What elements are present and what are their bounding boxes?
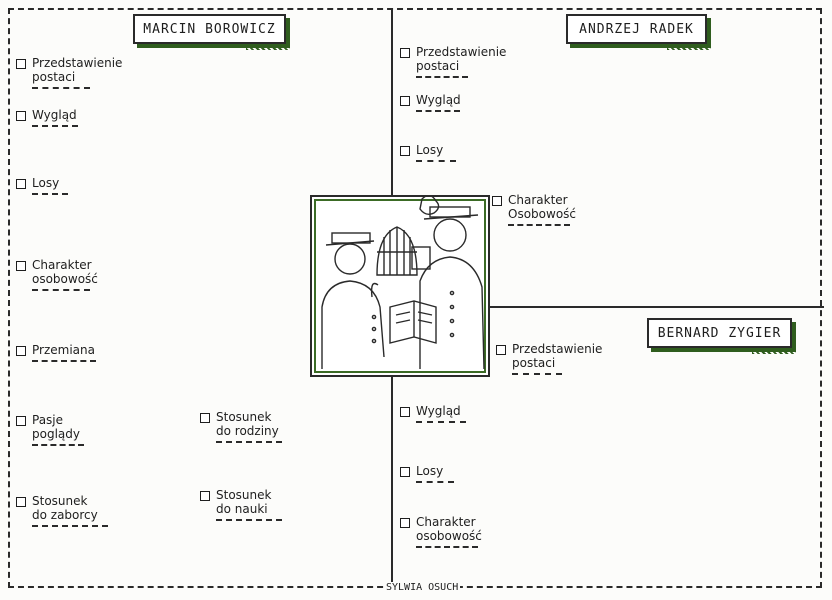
name-box-marcin-borowicz: MARCIN BOROWICZ [133, 14, 290, 50]
dashed-underline [32, 193, 68, 195]
checkbox-icon[interactable] [200, 491, 210, 501]
item-przemiana-marcin[interactable]: Przemiana [16, 343, 96, 362]
dashed-underline [416, 76, 468, 78]
checkbox-icon[interactable] [16, 59, 26, 69]
dashed-underline [416, 421, 466, 423]
bird-icon [419, 197, 440, 216]
item-label: Stosunek [32, 494, 88, 508]
item-stosunek-do-zaborcy-marcin[interactable]: Stosunek do zaborcy [16, 494, 108, 527]
item-label: Charakter [32, 258, 92, 272]
item-charakter-marcin[interactable]: Charakter osobowość [16, 258, 98, 291]
checkbox-icon[interactable] [492, 196, 502, 206]
item-przedstawienie-postaci-marcin[interactable]: Przedstawienie postaci [16, 56, 122, 89]
right-head [433, 218, 467, 252]
item-label: Przemiana [32, 343, 95, 357]
item-label: Pasje [32, 413, 64, 427]
item-wyglad-marcin[interactable]: Wygląd [16, 108, 78, 127]
item-label: Wygląd [416, 93, 461, 107]
item-label: Wygląd [32, 108, 77, 122]
left-body [321, 280, 385, 369]
item-label: postaci [416, 59, 460, 73]
illustration-drawing [321, 197, 485, 370]
central-illustration [310, 195, 490, 377]
item-pasje-marcin[interactable]: Pasje poglądy [16, 413, 84, 446]
checkbox-icon[interactable] [400, 48, 410, 58]
horizontal-divider [490, 306, 824, 308]
dashed-underline [416, 546, 478, 548]
right-body [419, 256, 485, 370]
item-label: Stosunek [216, 410, 272, 424]
dashed-underline [416, 160, 456, 162]
item-przedstawienie-postaci-bernard[interactable]: Przedstawienie postaci [496, 342, 602, 375]
item-wyglad-andrzej[interactable]: Wygląd [400, 93, 461, 112]
item-label: postaci [512, 356, 556, 370]
author-signature: SYLWIA OSUCH [384, 582, 461, 593]
item-label: Przedstawienie [416, 45, 507, 59]
item-label: osobowość [416, 529, 482, 543]
checkbox-icon[interactable] [16, 497, 26, 507]
left-head [334, 243, 366, 275]
checkbox-icon[interactable] [16, 261, 26, 271]
item-losy-andrzej[interactable]: Losy [400, 143, 456, 162]
item-losy-bernard[interactable]: Losy [400, 464, 454, 483]
checkbox-icon[interactable] [496, 345, 506, 355]
item-label: Charakter [416, 515, 476, 529]
name-box-andrzej-radek: ANDRZEJ RADEK [566, 14, 711, 50]
dashed-underline [32, 125, 78, 127]
item-label: Przedstawienie [512, 342, 603, 356]
dashed-underline [32, 525, 108, 527]
dashed-underline [216, 519, 282, 521]
dashed-underline [416, 110, 460, 112]
dashed-underline [32, 360, 96, 362]
checkbox-icon[interactable] [16, 111, 26, 121]
checkbox-icon[interactable] [400, 467, 410, 477]
item-label: Charakter [508, 193, 568, 207]
item-label: Losy [32, 176, 60, 190]
item-label: Losy [416, 143, 444, 157]
checkbox-icon[interactable] [400, 407, 410, 417]
item-label: Wygląd [416, 404, 461, 418]
checkbox-icon[interactable] [400, 146, 410, 156]
checkbox-icon[interactable] [16, 416, 26, 426]
item-label: poglądy [32, 427, 80, 441]
item-charakter-andrzej[interactable]: Charakter Osobowość [492, 193, 576, 226]
item-label: Losy [416, 464, 444, 478]
dashed-underline [508, 224, 570, 226]
dashed-underline [416, 481, 454, 483]
dashed-underline [32, 444, 84, 446]
left-hand [370, 282, 379, 298]
dashed-underline [512, 373, 562, 375]
item-label: postaci [32, 70, 76, 84]
item-stosunek-do-nauki-marcin[interactable]: Stosunek do nauki [200, 488, 282, 521]
checkbox-icon[interactable] [200, 413, 210, 423]
item-losy-marcin[interactable]: Losy [16, 176, 68, 195]
item-label: Stosunek [216, 488, 272, 502]
cage-door [411, 246, 431, 270]
item-wyglad-bernard[interactable]: Wygląd [400, 404, 466, 423]
item-label: Przedstawienie [32, 56, 123, 70]
item-label: do zaborcy [32, 508, 98, 522]
checkbox-icon[interactable] [16, 346, 26, 356]
item-charakter-bernard[interactable]: Charakter osobowość [400, 515, 482, 548]
checkbox-icon[interactable] [400, 96, 410, 106]
checkbox-icon[interactable] [400, 518, 410, 528]
item-label: Osobowość [508, 207, 577, 221]
name-box-bernard-zygier: BERNARD ZYGIER [647, 318, 796, 354]
checkbox-icon[interactable] [16, 179, 26, 189]
dashed-underline [32, 289, 90, 291]
dashed-underline [32, 87, 90, 89]
item-label: do rodziny [216, 424, 279, 438]
dashed-underline [216, 441, 282, 443]
item-przedstawienie-postaci-andrzej[interactable]: Przedstawienie postaci [400, 45, 506, 78]
item-label: do nauki [216, 502, 268, 516]
item-label: osobowość [32, 272, 98, 286]
item-stosunek-do-rodziny-marcin[interactable]: Stosunek do rodziny [200, 410, 282, 443]
